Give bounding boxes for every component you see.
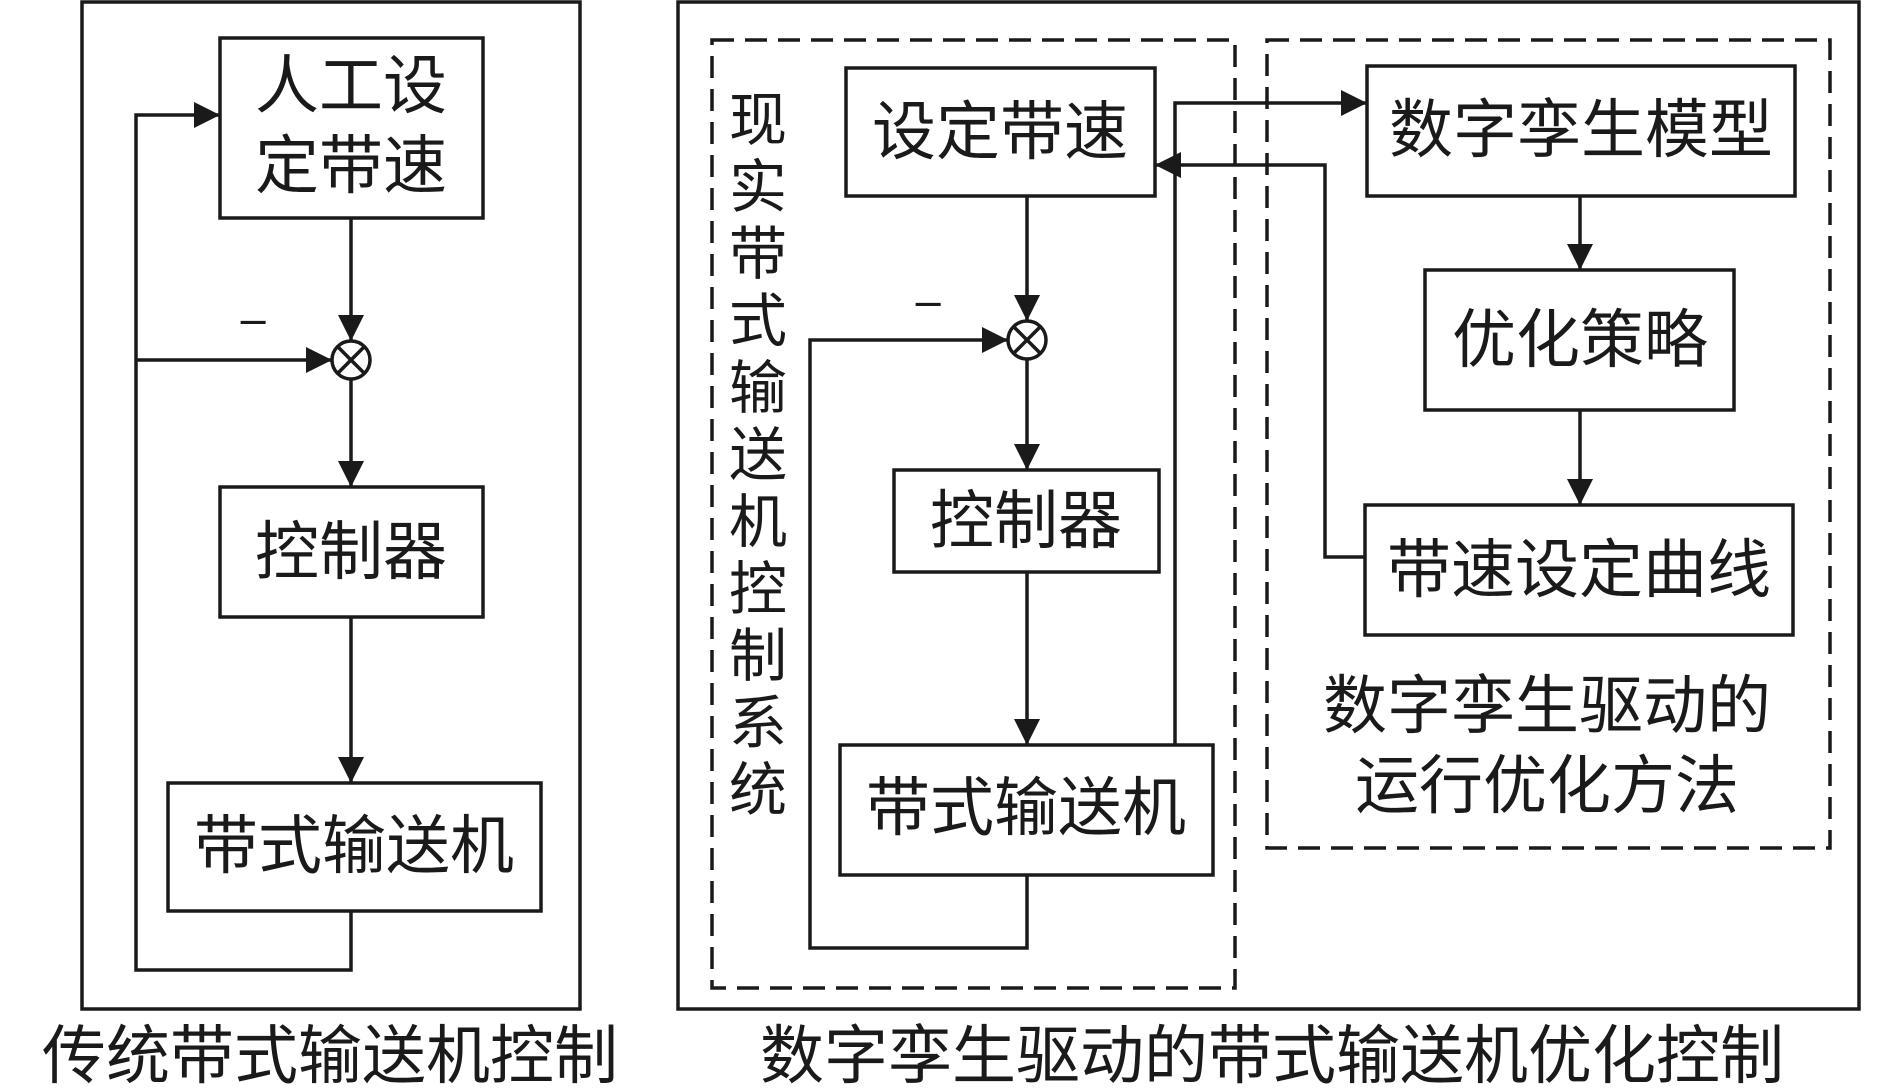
real-system-label-char: 系 (729, 689, 787, 757)
real-system-label-char: 送 (729, 421, 787, 489)
traditional-panel: 人工设 定带速 − 控制器 带式输送机 传统带式输送机控制 (42, 0, 618, 1088)
real-system-region (710, 38, 1237, 990)
real-system-label-char: 控 (729, 555, 787, 623)
digital-feedback-loop-line (808, 327, 1029, 950)
traditional-controller-label: 控制器 (255, 516, 447, 590)
twin-method-region (1265, 38, 1832, 850)
real-system-label-char: 统 (729, 756, 787, 824)
real-system-label-char: 实 (729, 153, 787, 221)
traditional-frame (80, 0, 582, 1011)
twin-model-label: 数字孪生模型 (1389, 94, 1773, 168)
manual-speed-label-line1: 人工设 (255, 50, 447, 124)
set-speed-box: 设定带速 (844, 66, 1157, 198)
optimization-strategy-label: 优化策略 (1452, 304, 1708, 378)
traditional-comparator-icon (330, 339, 372, 381)
digital-conveyor-box: 带式输送机 (838, 743, 1215, 877)
set-speed-label: 设定带速 (872, 96, 1128, 170)
traditional-minus-sign: − (236, 299, 270, 345)
traditional-conveyor-box: 带式输送机 (166, 781, 543, 913)
feedback-loop-line (134, 102, 353, 972)
speed-curve-box: 带速设定曲线 (1363, 503, 1795, 637)
real-system-label-char: 式 (729, 287, 787, 355)
real-system-label-char: 现 (729, 86, 787, 154)
optimization-strategy-box: 优化策略 (1423, 268, 1736, 412)
arrow-conveyor-to-twin-model (1173, 90, 1367, 745)
digital-controller-label: 控制器 (930, 485, 1122, 559)
traditional-caption: 传统带式输送机控制 (42, 1020, 618, 1088)
manual-speed-label-line2: 定带速 (255, 130, 447, 204)
real-system-label-char: 机 (729, 488, 787, 556)
real-system-label-char: 输 (729, 354, 787, 422)
arrow-curve-to-setspeed (1155, 152, 1365, 559)
traditional-controller-box: 控制器 (218, 485, 485, 619)
digital-caption: 数字孪生驱动的带式输送机优化控制 (760, 1020, 1784, 1088)
digital-minus-sign: − (911, 281, 945, 327)
real-system-label-char: 制 (729, 622, 787, 690)
real-system-label-char: 带 (729, 220, 787, 288)
speed-curve-label: 带速设定曲线 (1387, 534, 1771, 608)
digital-conveyor-label: 带式输送机 (866, 772, 1186, 846)
twin-method-label-line1: 数字孪生驱动的 (1323, 670, 1771, 744)
digital-frame (676, 0, 1861, 1011)
twin-model-box: 数字孪生模型 (1365, 64, 1797, 198)
digital-controller-box: 控制器 (892, 468, 1161, 574)
twin-method-label-line2: 运行优化方法 (1355, 750, 1739, 824)
digital-comparator-icon (1006, 319, 1048, 361)
traditional-conveyor-label: 带式输送机 (194, 810, 514, 884)
manual-speed-box: 人工设 定带速 (218, 36, 485, 220)
